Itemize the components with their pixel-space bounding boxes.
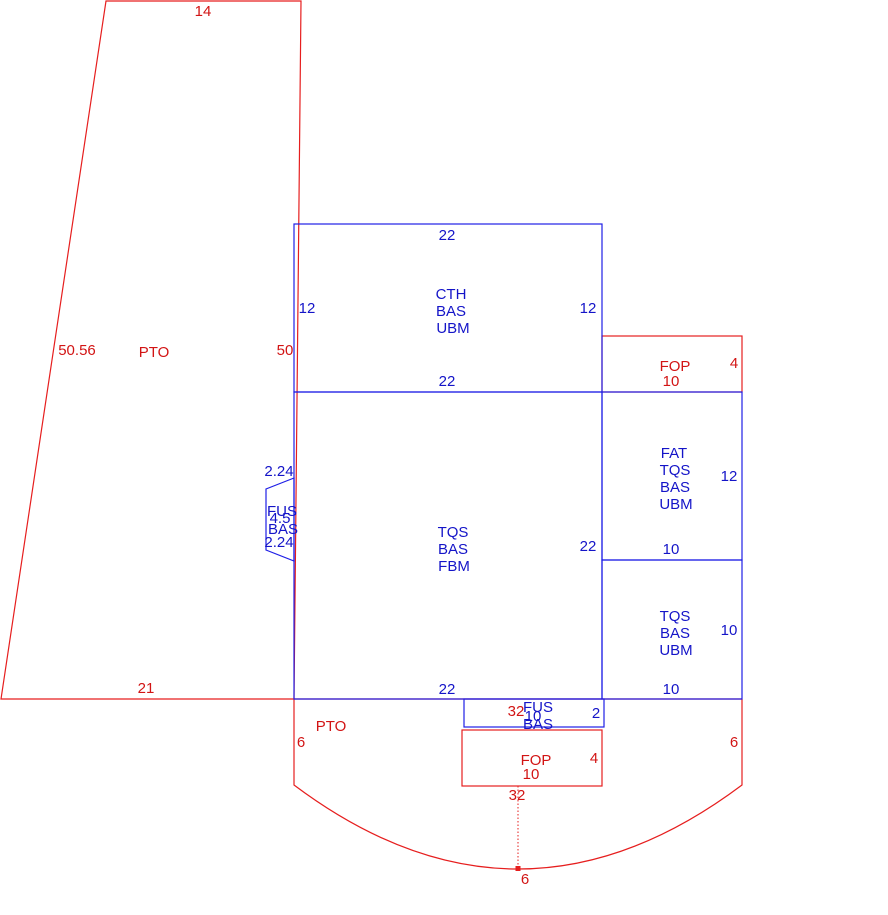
fus-left-code-1: FUS [267, 503, 297, 520]
pto-arc-right-dim: 6 [730, 734, 738, 751]
pto-large-label: PTO [139, 344, 170, 361]
tqs-fbm-code-1: TQS [438, 524, 469, 541]
fus-bottom-outline [463, 698, 605, 728]
fop-lower-label: FOP [521, 752, 552, 769]
tqs-ubm-code-3: UBM [659, 642, 692, 659]
tqs-ubm-right-dim: 10 [721, 622, 738, 639]
fop-lower-bottom-dim: 32 [509, 787, 526, 804]
fus-bottom-code-1: FUS [523, 699, 553, 716]
fop-upper-right-dim: 4 [730, 355, 738, 372]
tqs-ubm-code-1: TQS [660, 608, 691, 625]
fop-upper-label: FOP [660, 358, 691, 375]
fop-upper-bottom-dim: 10 [663, 373, 680, 390]
fus-bottom-side-dim: 10 [525, 708, 542, 725]
fus-left-bottom-dim: 2.24 [264, 534, 293, 551]
pto-arc-label: PTO [316, 718, 347, 735]
pto-large-bottom-dim: 21 [138, 680, 155, 697]
pto-large-top-dim: 14 [195, 3, 212, 20]
fus-left-code-2: BAS [268, 521, 298, 538]
cth-left-dim: 12 [299, 300, 316, 317]
cth-code-2: BAS [436, 303, 466, 320]
fat-code-3: BAS [660, 479, 690, 496]
fus-bottom-code-2: BAS [523, 716, 553, 733]
fat-bottom-dim: 10 [663, 541, 680, 558]
fat-code-4: UBM [659, 496, 692, 513]
cth-code-3: UBM [436, 320, 469, 337]
fop-lower-right-dim: 4 [590, 750, 598, 767]
fus-bottom-right-dim: 2 [592, 705, 600, 722]
pto-large-left-dim: 50.56 [58, 342, 96, 359]
fus-left-outline [265, 477, 295, 562]
tqs-fbm-code-3: FBM [438, 558, 470, 575]
tqs-fbm-right-dim: 22 [580, 538, 597, 555]
fat-code-2: TQS [660, 462, 691, 479]
cth-top-dim: 22 [439, 227, 456, 244]
fus-left-side-dim: 4.5 [270, 510, 291, 527]
fus-bottom-left-dim: 32 [508, 703, 525, 720]
tqs-ubm-bottom-dim: 10 [663, 681, 680, 698]
fop-lower-outline [461, 729, 603, 787]
leader-end-marker [515, 866, 521, 871]
fat-code-1: FAT [661, 445, 687, 462]
tqs-ubm-code-2: BAS [660, 625, 690, 642]
pto-arc-bottom-dim: 6 [521, 871, 529, 888]
fus-left-top-dim: 2.24 [264, 463, 293, 480]
cth-right-dim: 12 [580, 300, 597, 317]
fop-lower-inner-dim: 10 [523, 766, 540, 783]
tqs-fbm-bottom-dim: 22 [439, 681, 456, 698]
tqs-ubm-outline [601, 559, 743, 700]
cth-bottom-dim: 22 [439, 373, 456, 390]
cth-code-1: CTH [436, 286, 467, 303]
fat-right-dim: 12 [721, 468, 738, 485]
pto-large-right-dim: 50 [277, 342, 294, 359]
tqs-fbm-code-2: BAS [438, 541, 468, 558]
pto-arc-left-dim: 6 [297, 734, 305, 751]
